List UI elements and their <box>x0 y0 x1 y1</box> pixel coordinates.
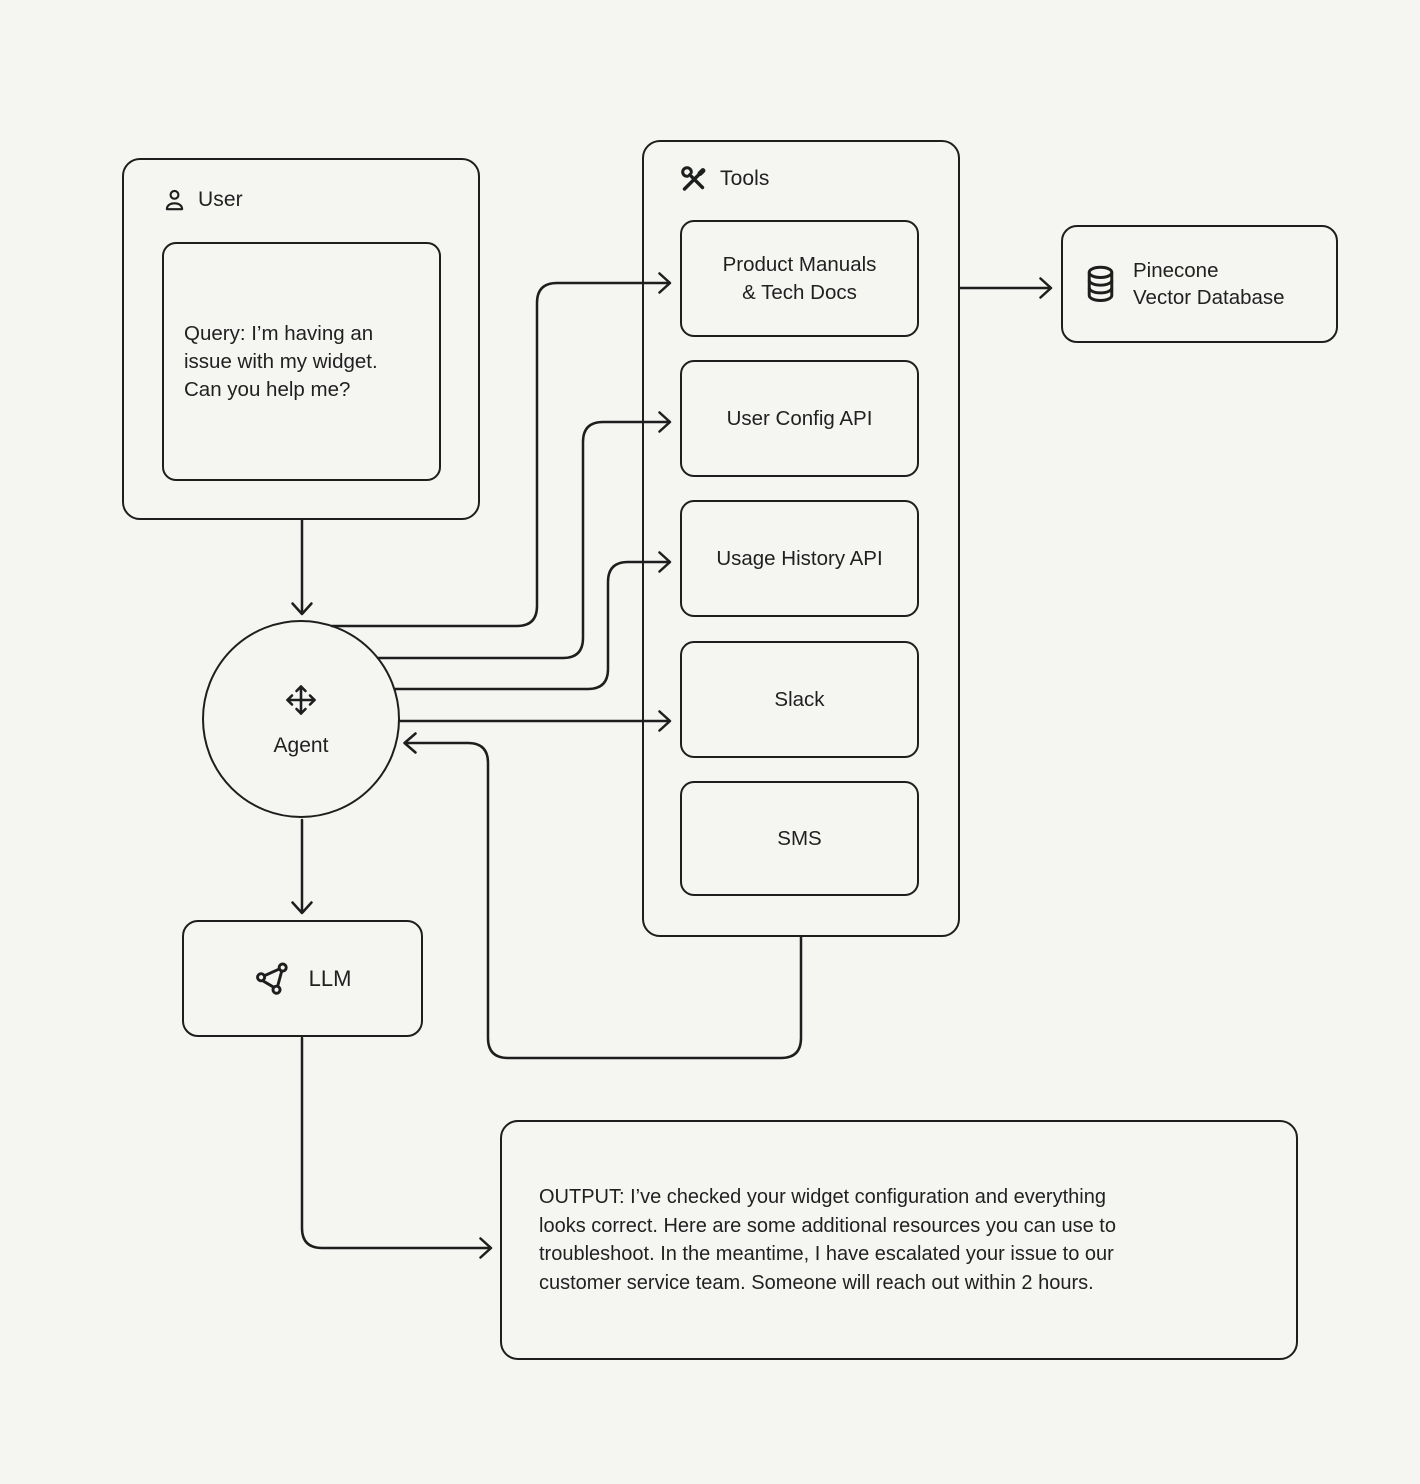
tool-usage-history-api: Usage History API <box>680 500 919 617</box>
pinecone-box: Pinecone Vector Database <box>1061 225 1338 343</box>
user-label: User <box>198 188 243 211</box>
tool-sms: SMS <box>680 781 919 896</box>
tools-icon <box>681 166 706 191</box>
tools-header: Tools <box>680 165 770 192</box>
output-box: OUTPUT: I’ve checked your widget configu… <box>500 1120 1298 1360</box>
tool-slack: Slack <box>680 641 919 758</box>
tool-label: Slack <box>774 687 825 711</box>
user-icon <box>165 189 184 211</box>
agent-node: Agent <box>202 620 400 818</box>
tool-product-manuals: Product Manuals & Tech Docs <box>680 220 919 337</box>
arrow-agent-to-product-manuals <box>330 272 672 628</box>
move-icon <box>286 684 316 715</box>
user-query-box: Query: I’m having an issue with my widge… <box>162 242 441 481</box>
tool-label: User Config API <box>726 406 873 430</box>
arrow-agent-to-usage-history <box>393 551 672 691</box>
tool-label: Product Manuals & Tech Docs <box>722 252 877 304</box>
llm-box: LLM <box>182 920 423 1037</box>
tool-label: Usage History API <box>716 546 883 570</box>
arrow-agent-to-user-config <box>376 411 672 660</box>
agent-label: Agent <box>273 733 329 757</box>
tool-label: SMS <box>777 826 822 850</box>
user-header: User <box>164 188 243 212</box>
tools-label: Tools <box>720 166 770 190</box>
output-text: OUTPUT: I’ve checked your widget configu… <box>539 1186 1116 1294</box>
user-query-text: Query: I’m having an issue with my widge… <box>184 321 378 401</box>
database-icon <box>1087 265 1114 302</box>
arrow-agent-to-llm <box>291 818 313 915</box>
user-box: User Query: I’m having an issue with my … <box>122 158 480 520</box>
network-icon <box>255 962 288 995</box>
arrow-agent-to-slack <box>398 710 672 732</box>
arrow-user-to-agent <box>291 518 313 616</box>
arrow-product-manuals-to-pinecone <box>958 277 1053 299</box>
tool-user-config-api: User Config API <box>680 360 919 477</box>
pinecone-label: Pinecone Vector Database <box>1133 259 1285 309</box>
arrow-tools-to-agent <box>403 732 803 1060</box>
arrow-llm-to-output <box>300 1036 493 1259</box>
llm-label: LLM <box>308 965 352 991</box>
tools-box: Tools Product Manuals & Tech Docs User C… <box>642 140 960 937</box>
